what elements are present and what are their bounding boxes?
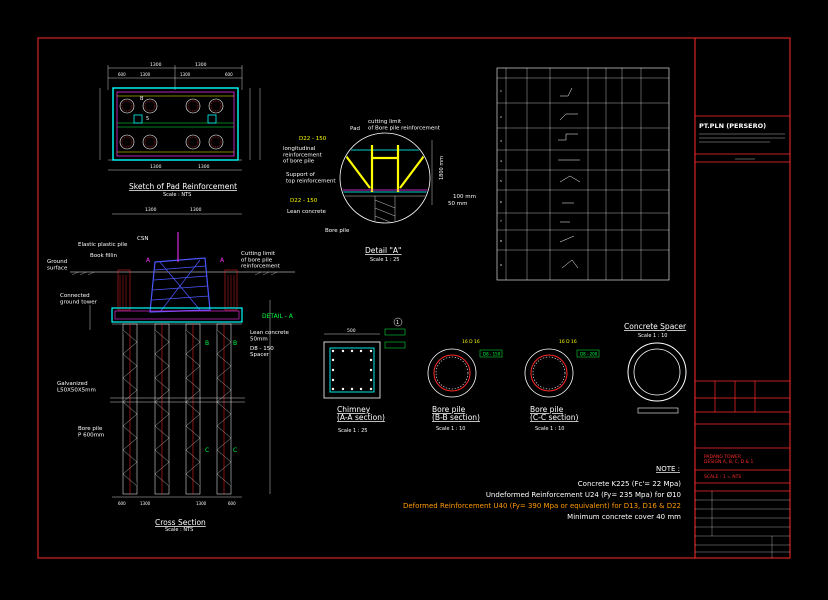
detail-a-scale: Scale 1 : 25 bbox=[370, 257, 399, 263]
bore-b-scale: Scale 1 : 10 bbox=[436, 426, 465, 432]
svg-text:1300: 1300 bbox=[195, 62, 207, 68]
svg-text:1300: 1300 bbox=[150, 164, 162, 170]
cross-section-scale: Scale : NTS bbox=[165, 527, 193, 533]
bar-schedule-table: 1 2 3 4 5 6 7 8 9 bbox=[496, 67, 670, 281]
svg-text:5: 5 bbox=[146, 116, 149, 122]
cs-label-d8: D8 - 150 bbox=[250, 346, 274, 352]
svg-text:500: 500 bbox=[347, 328, 356, 334]
svg-text:B: B bbox=[140, 96, 144, 102]
svg-text:1300: 1300 bbox=[198, 164, 210, 170]
bore-b-tag: 16 D 16 bbox=[462, 339, 480, 345]
pad-sketch-scale: Scale : NTS bbox=[163, 192, 191, 198]
cross-section-title: Cross Section bbox=[155, 518, 206, 527]
note-line-4: Minimum concrete cover 40 mm bbox=[567, 513, 681, 521]
svg-text:B: B bbox=[205, 340, 209, 347]
company-name: PT.PLN (PERSERO) bbox=[699, 122, 766, 130]
chimney-scale: Scale 1 : 25 bbox=[338, 428, 367, 434]
cs-label-spacer: Spacer bbox=[250, 352, 270, 358]
detail-a-dim-100: 100 mm bbox=[453, 194, 476, 200]
detail-a-d22-label: D22 - 150 bbox=[299, 136, 327, 142]
note-line-3: Deformed Reinforcement U40 (Fy= 390 Mpa … bbox=[403, 502, 681, 510]
detail-a-pad-label: Pad bbox=[350, 126, 360, 132]
notes-heading: NOTE : bbox=[656, 465, 680, 473]
bore-b-title: Bore pile(B-B section) bbox=[432, 405, 480, 422]
notes: NOTE : Concrete K225 (Fc'= 22 Mpa) Undef… bbox=[403, 465, 681, 521]
note-line-2: Undeformed Reinforcement U24 (Fy= 235 Mp… bbox=[486, 491, 681, 499]
svg-text:1300: 1300 bbox=[140, 501, 151, 506]
svg-text:1300: 1300 bbox=[180, 72, 191, 77]
note-line-1: Concrete K225 (Fc'= 22 Mpa) bbox=[578, 480, 681, 488]
svg-text:C: C bbox=[205, 447, 209, 454]
svg-text:B: B bbox=[233, 340, 237, 347]
detail-a-title: Detail "A" bbox=[365, 246, 402, 255]
bore-b-stirrup: D8 - 150 bbox=[483, 352, 501, 357]
svg-text:600: 600 bbox=[228, 501, 236, 506]
drawing-scale: SCALE : 1 = NTS bbox=[704, 474, 741, 480]
bore-c-title: Bore pile(C-C section) bbox=[530, 405, 579, 422]
detail-a-d22b-label: D22 - 150 bbox=[290, 198, 318, 204]
detail-a-dim-50: 50 mm bbox=[448, 201, 467, 207]
svg-text:600: 600 bbox=[118, 501, 126, 506]
svg-text:A: A bbox=[146, 257, 151, 264]
bore-c-stirrup: D8 - 200 bbox=[580, 352, 598, 357]
cs-label-book: Book fillin bbox=[90, 253, 117, 259]
svg-text:8: 8 bbox=[500, 239, 502, 243]
svg-text:1300: 1300 bbox=[196, 501, 207, 506]
svg-text:1: 1 bbox=[500, 89, 502, 93]
bore-c-scale: Scale 1 : 10 bbox=[535, 426, 564, 432]
svg-text:2: 2 bbox=[500, 115, 502, 119]
bore-c-tag: 16 D 16 bbox=[559, 339, 577, 345]
svg-text:1: 1 bbox=[396, 320, 399, 326]
detail-a-dim-1800: 1800 mm bbox=[439, 156, 445, 180]
svg-text:6: 6 bbox=[500, 200, 502, 204]
svg-text:1300: 1300 bbox=[190, 207, 202, 213]
sheet-frame bbox=[37, 37, 791, 559]
chimney-title: Chimney(A-A section) bbox=[337, 405, 385, 422]
svg-text:3: 3 bbox=[500, 139, 502, 143]
svg-text:A: A bbox=[220, 257, 225, 264]
bore-pile-b-section: 16 D 16 D8 - 150 Bore pile(B-B section) … bbox=[427, 339, 503, 432]
svg-text:5: 5 bbox=[500, 179, 502, 183]
svg-text:1300: 1300 bbox=[145, 207, 157, 213]
cs-label-elastic: Elastic plastic pile bbox=[78, 242, 128, 248]
detail-a-bore-label: Bore pile bbox=[325, 228, 350, 234]
cross-section: 1300 1300 600 1300 1300 600 B B C C A A CSN Ela… bbox=[47, 207, 295, 533]
svg-text:1300: 1300 bbox=[140, 72, 151, 77]
cs-label-csn: CSN bbox=[137, 236, 148, 242]
svg-text:C: C bbox=[233, 447, 237, 454]
svg-text:1300: 1300 bbox=[150, 62, 162, 68]
spacer-title: Concrete Spacer bbox=[624, 322, 687, 331]
cs-label-detail: DETAIL - A bbox=[262, 313, 294, 320]
svg-text:600: 600 bbox=[225, 72, 233, 77]
spacer-scale: Scale 1 : 10 bbox=[638, 333, 667, 339]
pad-sketch: 1300 1300 600 1300 1300 600 1300 1300 B 5 bbox=[99, 62, 261, 198]
concrete-spacer: Concrete Spacer Scale 1 : 10 bbox=[624, 322, 687, 414]
svg-text:9: 9 bbox=[500, 263, 502, 267]
svg-text:7: 7 bbox=[500, 219, 502, 223]
chimney-section: 500 1 Chimney(A-A section) Scale 1 : 25 bbox=[323, 317, 406, 434]
svg-text:600: 600 bbox=[118, 72, 126, 77]
pad-sketch-title-text: Sketch of Pad Reinforcement bbox=[129, 182, 237, 191]
pad-sketch-title: Sketch of Pad Reinforcement Scale : NTS bbox=[129, 182, 237, 198]
bore-pile-c-section: 16 D 16 D8 - 200 Bore pile(C-C section) … bbox=[524, 339, 600, 432]
detail-a-lean-label: Lean concrete bbox=[287, 209, 327, 215]
svg-text:4: 4 bbox=[500, 159, 502, 163]
